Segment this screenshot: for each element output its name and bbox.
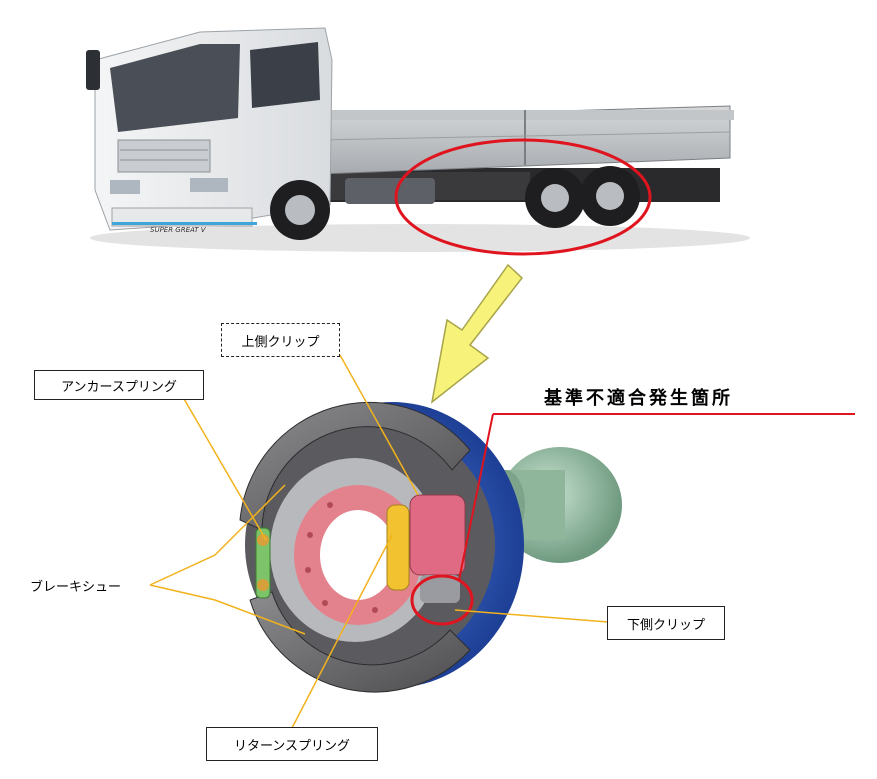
truck-badge: SUPER GREAT V <box>150 226 207 234</box>
nonconformity-title: 基準不適合発生箇所 <box>544 388 733 409</box>
brake-shoe-label: ブレーキシュー <box>30 580 122 595</box>
pointer-arrow <box>430 263 524 404</box>
lower-clip-label: 下側クリップ <box>607 606 725 640</box>
truck-illustration <box>86 27 750 252</box>
leader-lines <box>149 354 609 729</box>
brake-assembly-illustration <box>239 401 622 693</box>
anchor-spring-label: アンカースプリング <box>34 370 204 400</box>
nonconformity-leader <box>458 413 494 581</box>
defect-highlight-circle <box>410 574 474 626</box>
truck-highlight-ellipse <box>394 138 652 256</box>
return-spring-label: リターンスプリング <box>206 727 378 761</box>
upper-clip-label: 上側クリップ <box>221 323 340 357</box>
